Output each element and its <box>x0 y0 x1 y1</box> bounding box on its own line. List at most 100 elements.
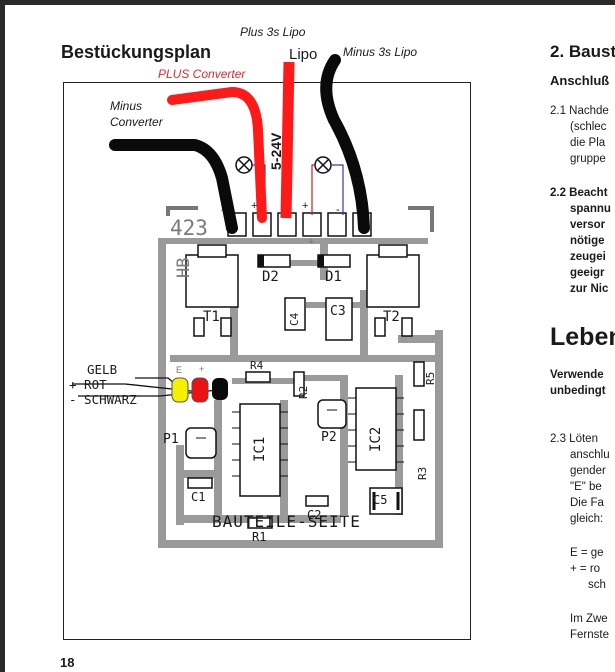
page-border-left <box>0 0 5 672</box>
right-text-column: 2. Baust Anschluß 2.1 Nachde (schlec die… <box>550 0 615 672</box>
capacitor-c2-body <box>305 495 329 507</box>
voltage-label: 5-24V <box>268 132 284 170</box>
diode-d2-band <box>258 255 264 267</box>
text-line: nötige <box>570 235 605 247</box>
capacitor-c3-body <box>325 297 353 341</box>
label-d2: D2 <box>262 269 279 285</box>
resistor-r1-body <box>247 517 273 529</box>
text-line: Fernste <box>570 629 609 641</box>
corner-bracket-left <box>166 206 198 216</box>
label-r1: R1 <box>252 530 267 544</box>
label-r3: R3 <box>416 466 429 480</box>
t2-pin-2 <box>401 317 413 337</box>
trace-12 <box>395 375 403 515</box>
wire-minus-converter <box>109 139 238 234</box>
c5-band <box>372 492 400 510</box>
trace-8 <box>214 400 222 520</box>
t2-pin-1 <box>374 317 386 337</box>
capacitor-c4-body <box>284 297 306 331</box>
transistor-t1-body <box>185 254 239 308</box>
terminal-4 <box>302 212 322 237</box>
lamp-right-cross <box>316 158 330 172</box>
label-t2: T2 <box>383 309 400 325</box>
terminal-5 <box>327 212 347 237</box>
text-line: zur Nic <box>570 283 609 295</box>
t1-pin-1 <box>193 317 205 337</box>
label-c3: C3 <box>330 304 346 319</box>
potentiometer-p1-body <box>185 427 217 459</box>
page-number: 18 <box>60 655 75 670</box>
label-c1: C1 <box>191 490 206 504</box>
lamp-right-lead-red <box>311 164 315 215</box>
text-line: Die Fa <box>570 497 604 509</box>
trace-11 <box>340 375 348 515</box>
ic1-body <box>239 403 281 497</box>
text-line: geeigr <box>570 267 605 279</box>
label-r4: R4 <box>250 359 264 372</box>
label-d1: D1 <box>325 269 342 285</box>
text-line: zeugei <box>570 251 606 263</box>
trace-3 <box>270 260 350 266</box>
annotation-minus-3s-lipo: Minus 3s Lipo <box>343 45 418 59</box>
section-subheading: Anschluß <box>550 73 610 88</box>
annotation-plus-converter: PLUS Converter <box>158 67 246 81</box>
terminal-mark-1: - <box>221 204 225 216</box>
led-mark-e: E <box>176 365 183 375</box>
text-line: (schlec <box>570 121 607 133</box>
trace-5 <box>176 470 216 478</box>
text-line: unbedingt <box>550 385 606 397</box>
t1-pin-2 <box>220 317 232 337</box>
text-line: 2.2 Beacht <box>550 187 608 199</box>
board-number: 423 <box>170 216 208 240</box>
annotation-minus-converter-line2: Converter <box>110 115 163 129</box>
led-yellow <box>171 377 189 403</box>
label-ic2: IC2 <box>368 426 384 452</box>
lead-label-yellow: GELB <box>87 362 118 377</box>
ic2-pins <box>348 397 404 463</box>
lead-label-black: - SCHWARZ <box>69 392 137 407</box>
capacitor-c1-body <box>187 477 213 489</box>
label-c2: C2 <box>307 508 322 522</box>
label-p2: P2 <box>321 430 337 445</box>
transistor-t2-body <box>366 254 420 308</box>
board-code: HB <box>174 257 194 278</box>
annotation-lipo: Lipo <box>289 46 318 63</box>
trace-2 <box>170 355 440 362</box>
lamp-right-lead-blue <box>331 164 344 215</box>
section-heading-leben: Leben <box>550 323 615 351</box>
resistor-r2-body <box>293 371 305 397</box>
potentiometer-p2-body <box>317 399 347 429</box>
terminal-mark-4: - <box>336 204 340 216</box>
text-line: Verwende <box>550 369 604 381</box>
ic1-pins <box>232 411 288 477</box>
resistor-r3-body <box>413 409 425 441</box>
trace-1 <box>230 300 238 358</box>
lead-label-red: + ROT <box>69 377 107 392</box>
trace-10 <box>300 375 348 381</box>
label-c5: C5 <box>373 493 388 507</box>
terminal-mark-3: + <box>302 200 309 212</box>
label-r2: R2 <box>297 385 310 399</box>
text-line: Im Zwe <box>570 613 608 625</box>
trace-right <box>435 330 443 548</box>
wire-plus-converter <box>167 87 267 223</box>
page-border-top <box>0 0 615 5</box>
text-line: "E" be <box>570 481 602 493</box>
page-title: Bestückungsplan <box>61 42 212 62</box>
text-line: gender <box>570 465 606 477</box>
label-p1: P1 <box>163 432 179 447</box>
trace-left <box>158 238 166 548</box>
transistor-t2-tab <box>378 244 408 258</box>
trace-16 <box>398 335 438 343</box>
trace-top <box>158 238 428 244</box>
label-t1: T1 <box>203 309 220 325</box>
label-c4: C4 <box>288 312 301 326</box>
text-line: gleich: <box>570 513 604 525</box>
text-line: die Pla <box>570 137 606 149</box>
label-ic1: IC1 <box>252 436 268 462</box>
led-red <box>191 377 209 403</box>
diode-d1-band <box>318 255 324 267</box>
text-line: 2.3 Löten <box>550 433 598 445</box>
terminal-mark-2: + <box>251 200 258 212</box>
